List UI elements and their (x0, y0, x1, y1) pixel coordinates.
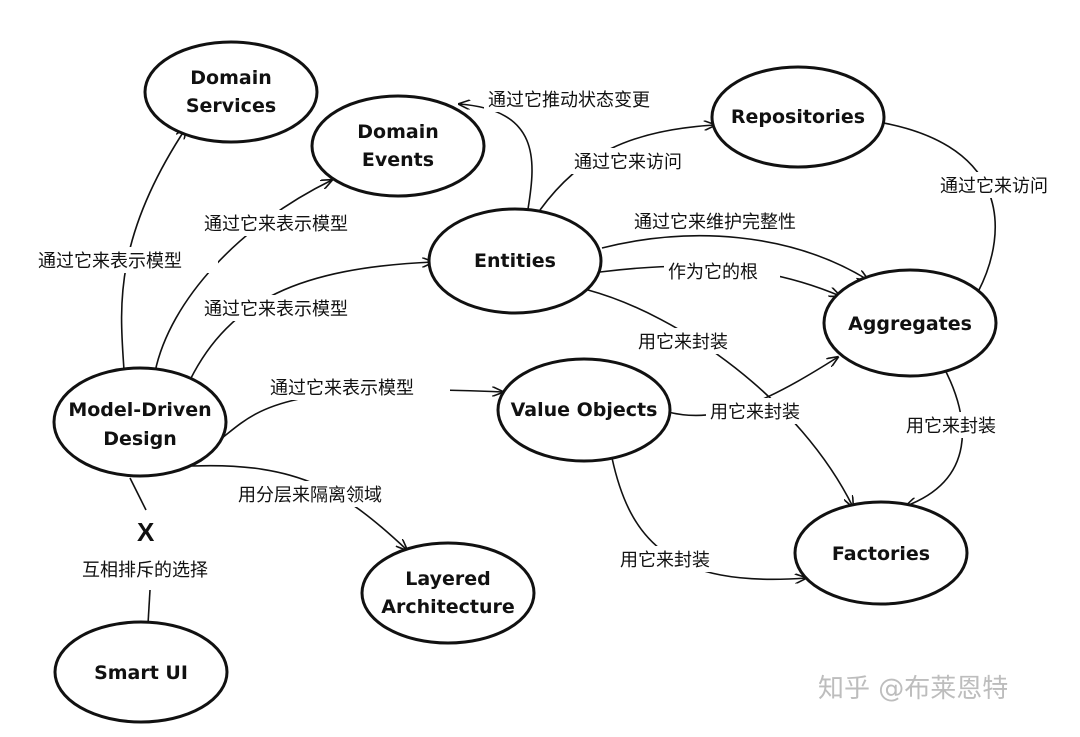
node-smart-ui: Smart UI (53, 620, 229, 724)
node-factories: Factories (793, 500, 969, 606)
node-aggregates: Aggregates (822, 268, 998, 378)
node-layered-architecture-line1: Layered (405, 568, 490, 590)
node-model-driven-design-line1: Model-Driven (68, 399, 211, 421)
node-domain-events-line2: Events (362, 149, 434, 171)
label-mdd-layered: 用分层来隔离领域 (238, 485, 382, 506)
edge-aggregates-repositories (866, 120, 996, 293)
node-domain-services-line1: Domain (190, 67, 271, 89)
label-entities-aggregates-root: 作为它的根 (668, 262, 758, 283)
node-layered-architecture: Layered Architecture (360, 541, 536, 645)
label-mdd-domain-events: 通过它来表示模型 (204, 214, 348, 235)
node-value-objects: Value Objects (496, 357, 672, 463)
node-entities-label: Entities (474, 250, 556, 272)
label-entities-domain-events: 通过它推动状态变更 (488, 90, 650, 111)
edge-entities-factories (587, 289, 853, 507)
node-domain-events-line1: Domain (357, 121, 438, 143)
edge-aggregates-factories (906, 365, 964, 506)
edge-mdd-entities (189, 262, 433, 381)
label-entities-factories: 用它来封装 (638, 332, 728, 353)
edge-mdd-smart-ui-top (129, 477, 147, 511)
label-mutually-exclusive: 互相排斥的选择 (82, 560, 208, 581)
node-aggregates-label: Aggregates (848, 313, 972, 335)
label-value-objects-aggregates: 用它来封装 (710, 402, 800, 423)
label-mdd-value-objects: 通过它来表示模型 (270, 378, 414, 399)
label-entities-repositories: 通过它来访问 (574, 152, 682, 173)
label-mdd-domain-services: 通过它来表示模型 (38, 251, 182, 272)
node-layered-architecture-line2: Architecture (381, 596, 514, 618)
node-domain-events: Domain Events (310, 94, 486, 198)
node-entities: Entities (427, 207, 603, 315)
exclusive-x-mark: X (137, 517, 155, 547)
edge-labels: 通过它来表示模型 通过它来表示模型 通过它来表示模型 通过它来表示模型 用分层来… (34, 86, 1074, 582)
watermark: 知乎 @布莱恩特 (818, 674, 1008, 704)
node-model-driven-design: Model-Driven Design (52, 366, 228, 478)
label-aggregates-repositories: 通过它来访问 (940, 176, 1048, 197)
node-smart-ui-label: Smart UI (94, 662, 188, 684)
edge-mdd-domain-events (154, 180, 332, 373)
edge-mdd-layered (191, 464, 407, 550)
label-mdd-entities: 通过它来表示模型 (204, 299, 348, 320)
label-value-objects-factories: 用它来封装 (620, 550, 710, 571)
node-repositories-label: Repositories (731, 106, 865, 128)
node-domain-services-line2: Services (186, 95, 276, 117)
label-aggregates-factories: 用它来封装 (906, 416, 996, 437)
node-repositories: Repositories (710, 65, 886, 169)
label-entities-aggregates-integrity: 通过它来维护完整性 (634, 212, 796, 233)
node-value-objects-label: Value Objects (511, 399, 658, 421)
edge-entities-aggregates-integrity (601, 234, 868, 280)
node-factories-label: Factories (832, 543, 930, 565)
edge-mdd-smart-ui-bottom (147, 589, 151, 625)
node-model-driven-design-line2: Design (103, 428, 177, 450)
node-domain-services: Domain Services (143, 40, 319, 144)
